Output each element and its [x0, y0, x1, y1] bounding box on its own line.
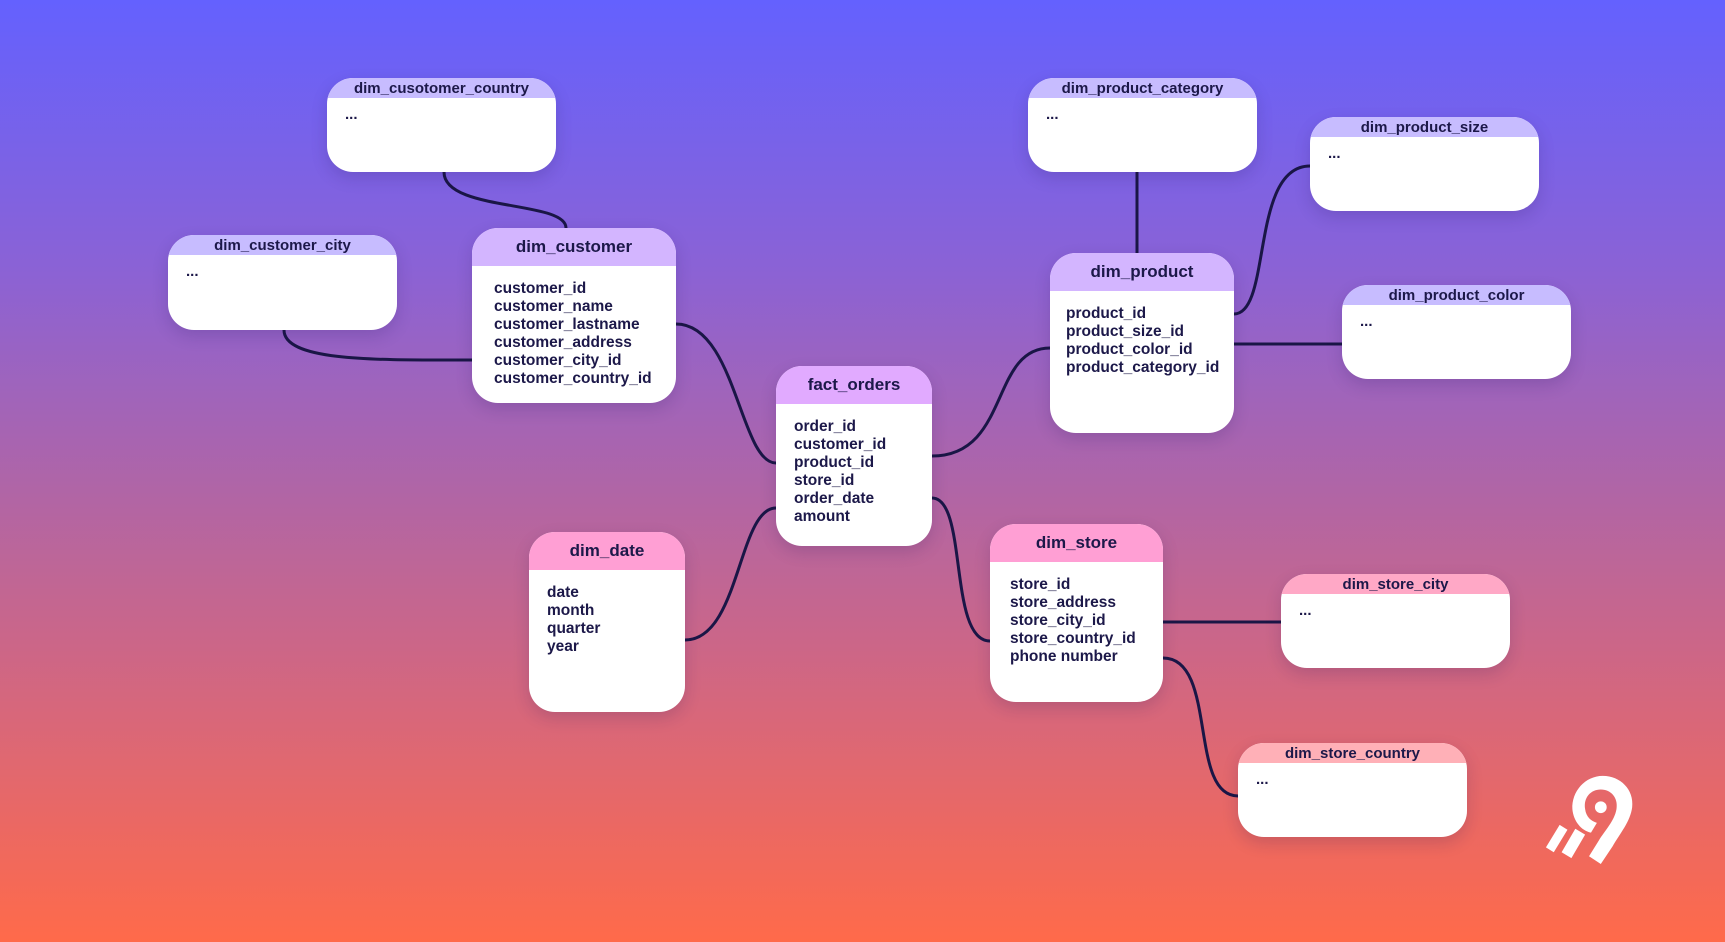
field-item: phone number [1010, 648, 1118, 665]
field-item: product_size_id [1066, 323, 1184, 340]
field-list: ... [1310, 137, 1539, 162]
table-title: dim_date [569, 541, 645, 560]
field-item: product_id [1066, 305, 1147, 322]
field-list: ... [1342, 305, 1571, 330]
field-item: date [547, 584, 579, 601]
field-item: ... [1256, 771, 1269, 788]
field-item: product_id [794, 454, 875, 471]
table-title: fact_orders [807, 375, 901, 394]
field-item: order_id [794, 418, 857, 435]
field-item: store_city_id [1010, 612, 1106, 629]
table-dim-customer[interactable]: dim_customer customer_id customer_name c… [472, 228, 676, 403]
field-item: store_country_id [1010, 630, 1136, 647]
field-item: store_id [794, 472, 855, 489]
table-title: dim_product_category [1061, 79, 1224, 97]
table-dim-product-category[interactable]: dim_product_category ... [1028, 78, 1257, 172]
field-list: store_id store_address store_city_id sto… [990, 562, 1163, 666]
table-dim-store-country[interactable]: dim_store_country ... [1238, 743, 1467, 837]
field-item: customer_country_id [494, 370, 652, 387]
field-item: ... [1299, 602, 1312, 619]
field-list: ... [168, 255, 397, 280]
table-header: dim_customer [472, 228, 676, 266]
field-item: store_address [1010, 594, 1116, 611]
table-header: dim_store_country [1238, 743, 1467, 763]
edge-product-fact [930, 346, 1052, 458]
field-item: ... [1046, 106, 1059, 123]
field-item: quarter [547, 620, 601, 637]
edge-product-size [1232, 164, 1312, 316]
table-header: dim_customer_city [168, 235, 397, 255]
table-dim-customer-city[interactable]: dim_customer_city ... [168, 235, 397, 330]
table-dim-product-color[interactable]: dim_product_color ... [1342, 285, 1571, 379]
table-fact-orders[interactable]: fact_orders order_id customer_id product… [776, 366, 932, 546]
table-dim-customer-country[interactable]: dim_cusotomer_country ... [327, 78, 556, 172]
table-title: dim_customer_city [214, 236, 351, 254]
table-header: dim_product_color [1342, 285, 1571, 305]
field-item: customer_id [494, 280, 587, 297]
table-dim-product[interactable]: dim_product product_id product_size_id p… [1050, 253, 1234, 433]
field-item: ... [1328, 145, 1341, 162]
table-header: dim_product_category [1028, 78, 1257, 98]
field-item: product_category_id [1066, 359, 1220, 376]
field-list: ... [1028, 98, 1257, 123]
field-list: ... [1238, 763, 1467, 788]
field-item: customer_address [494, 334, 632, 351]
table-title: dim_customer [515, 237, 633, 256]
field-item: month [547, 602, 595, 619]
field-item: customer_city_id [494, 352, 622, 369]
table-dim-product-size[interactable]: dim_product_size ... [1310, 117, 1539, 211]
field-list: ... [327, 98, 556, 123]
table-header: dim_store [990, 524, 1163, 562]
table-title: dim_store_country [1284, 744, 1421, 762]
table-dim-store[interactable]: dim_store store_id store_address store_c… [990, 524, 1163, 702]
field-item: customer_lastname [494, 316, 640, 333]
table-header: dim_store_city [1281, 574, 1510, 594]
field-item: amount [794, 508, 850, 525]
field-list: order_id customer_id product_id store_id… [776, 404, 932, 526]
table-header: dim_product [1050, 253, 1234, 291]
airbyte-logo-icon [1545, 775, 1633, 865]
table-dim-store-city[interactable]: dim_store_city ... [1281, 574, 1510, 668]
table-header: dim_date [529, 532, 685, 570]
field-list: product_id product_size_id product_color… [1050, 291, 1234, 377]
table-header: fact_orders [776, 366, 932, 404]
edge-customer-country [442, 170, 568, 230]
edge-store-fact [930, 496, 992, 643]
table-header: dim_product_size [1310, 117, 1539, 137]
table-title: dim_store [1035, 533, 1118, 552]
table-title: dim_product_color [1388, 286, 1525, 304]
field-list: date month quarter year [529, 570, 685, 656]
edge-date-fact [683, 506, 778, 642]
table-title: dim_cusotomer_country [353, 79, 530, 97]
field-item: year [547, 638, 579, 655]
field-list: ... [1281, 594, 1510, 619]
field-item: product_color_id [1066, 341, 1193, 358]
table-title: dim_product_size [1360, 118, 1489, 136]
edge-customer-city [282, 328, 474, 362]
table-title: dim_product [1090, 262, 1194, 281]
field-list: customer_id customer_name customer_lastn… [472, 266, 676, 388]
field-item: ... [345, 106, 358, 123]
field-item: customer_name [494, 298, 613, 315]
edge-customer-fact [674, 322, 778, 465]
table-dim-date[interactable]: dim_date date month quarter year [529, 532, 685, 712]
edge-store-country [1161, 656, 1240, 798]
table-title: dim_store_city [1342, 575, 1449, 593]
table-header: dim_cusotomer_country [327, 78, 556, 98]
field-item: customer_id [794, 436, 887, 453]
field-item: store_id [1010, 576, 1071, 593]
field-item: ... [1360, 313, 1373, 330]
field-item: ... [186, 263, 199, 280]
field-item: order_date [794, 490, 875, 507]
